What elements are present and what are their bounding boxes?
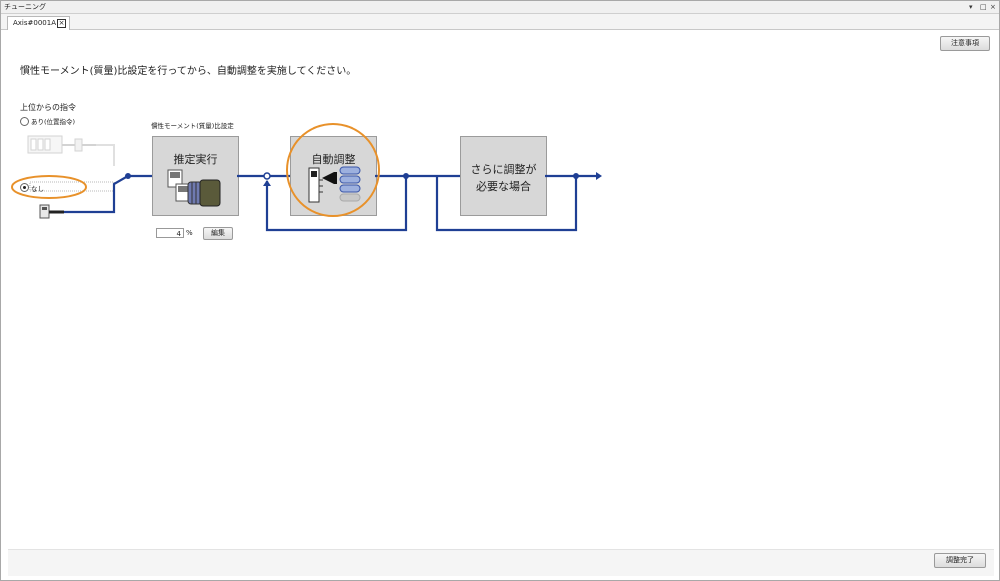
servo-amp-icon	[39, 204, 64, 219]
motor-estimation-icon	[167, 169, 221, 207]
command-section-title: 上位からの指令	[20, 103, 76, 112]
auto-tuning-label: 自動調整	[311, 153, 356, 166]
inertia-ratio-unit: %	[186, 229, 193, 237]
inertia-ratio-label: 慣性モーメント(質量)比設定	[151, 122, 234, 130]
footer-bar	[8, 549, 994, 576]
radio-with-command[interactable]	[20, 117, 29, 126]
radio-without-command[interactable]	[20, 183, 29, 192]
estimation-label: 推定実行	[173, 153, 218, 166]
selection-highlight-none	[11, 175, 115, 199]
controller-icon	[27, 135, 115, 166]
tab-close-icon[interactable]: ×	[57, 19, 66, 28]
dropdown-icon[interactable]: ▾	[969, 3, 973, 11]
flow-markers	[125, 172, 602, 186]
auto-tuning-highlight	[286, 123, 380, 217]
window-title: チューニング	[4, 3, 46, 11]
maximize-icon[interactable]: □	[980, 3, 987, 11]
radio-with-command-label: あり(位置指令)	[31, 118, 76, 126]
radio-without-command-label: なし	[31, 185, 44, 193]
close-icon[interactable]: ×	[990, 3, 996, 11]
complete-button[interactable]: 調整完了	[934, 553, 986, 568]
flow-lines	[64, 174, 596, 232]
further-tuning-line1: さらに調整が	[470, 163, 537, 176]
instruction-text: 慣性モーメント(質量)比設定を行ってから、自動調整を実施してください。	[20, 66, 357, 77]
edit-button[interactable]: 編集	[203, 227, 233, 240]
inertia-ratio-input[interactable]: 4	[156, 228, 184, 238]
auto-tuning-icon	[308, 166, 361, 203]
tab-bar: Axis#0001A ×	[1, 14, 999, 30]
tuning-content	[8, 30, 994, 549]
further-tuning-block[interactable]: さらに調整が 必要な場合	[460, 136, 547, 216]
tab-label: Axis#0001A	[13, 19, 56, 27]
further-tuning-line2: 必要な場合	[476, 180, 531, 193]
notes-button[interactable]: 注意事項	[940, 36, 990, 51]
tab-axis[interactable]: Axis#0001A ×	[7, 16, 70, 30]
title-bar: チューニング ▾ □ ×	[1, 1, 999, 14]
